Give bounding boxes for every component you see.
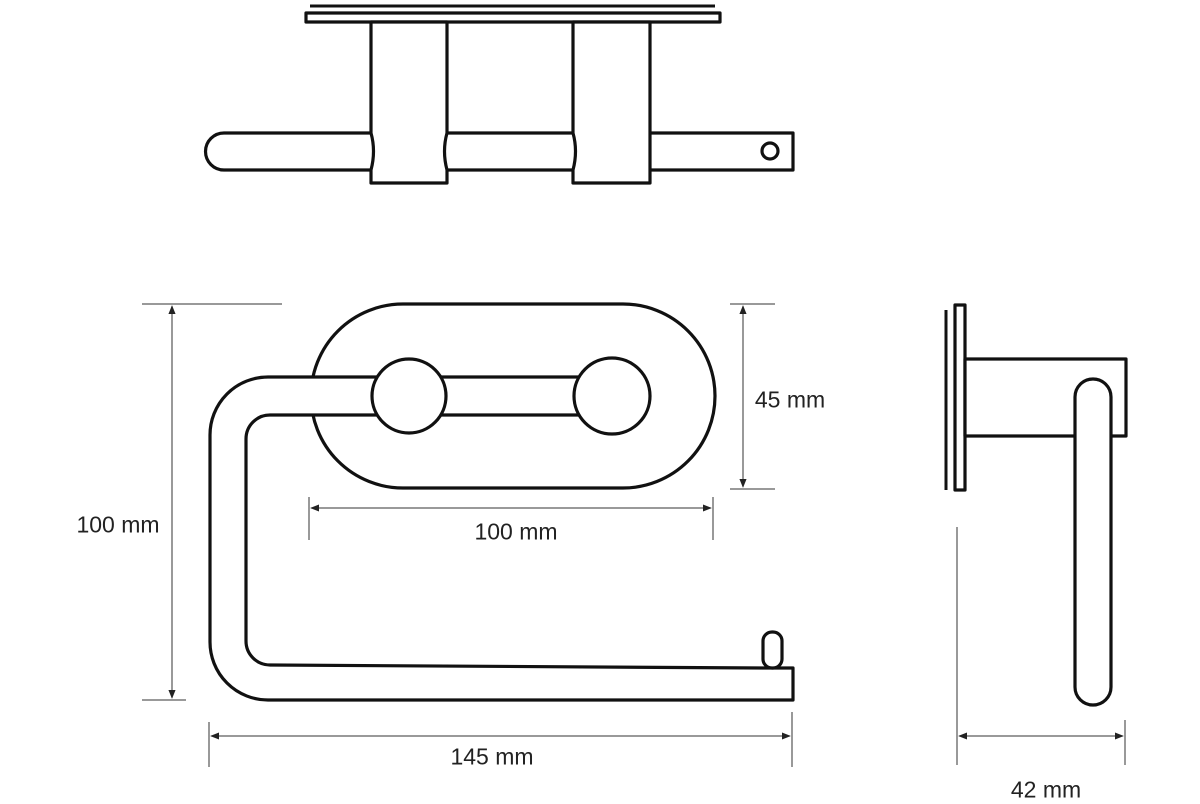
label-depth: 42 mm: [1010, 776, 1082, 803]
label-width-overall: 145 mm: [450, 743, 534, 770]
label-height-overall: 100 mm: [76, 511, 160, 538]
label-plate-width: 100 mm: [474, 518, 558, 545]
end-stop-hook: [761, 630, 784, 670]
mount-knob-right: [572, 356, 652, 436]
side-view: [944, 303, 1128, 707]
dimension-lines: [142, 303, 1126, 767]
top-post-left: [369, 20, 449, 185]
label-plate-height: 45 mm: [754, 386, 826, 413]
holder-arm: [208, 375, 795, 702]
end-hole: [760, 141, 780, 161]
connecting-bar: [428, 375, 592, 417]
mount-knob-left: [370, 357, 448, 435]
side-roll-bar: [1073, 377, 1113, 707]
top-post-right: [571, 20, 652, 185]
top-wall-plate: [304, 11, 722, 24]
top-bar: [203, 131, 795, 172]
top-view: [203, 4, 795, 185]
front-view: [208, 302, 795, 702]
